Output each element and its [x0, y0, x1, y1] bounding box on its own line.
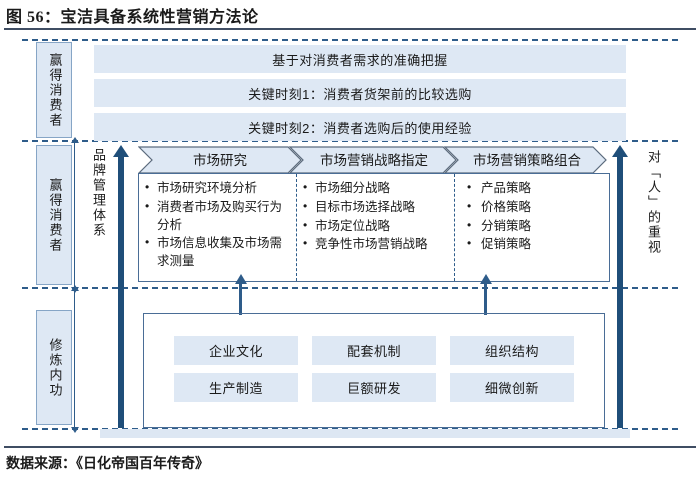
- people-focus-label: 对「人」的重视: [645, 150, 661, 255]
- list-item: 促销策略: [459, 235, 607, 254]
- chevron-label-3: 市场营销策略组合: [473, 152, 581, 168]
- footer-divider: [4, 446, 696, 448]
- detail-list-marketing-strategy: 市场细分战略 目标市场选择战略 市场定位战略 竞争性市场营销战略: [301, 179, 452, 254]
- baseline-strip: [100, 429, 630, 438]
- list-item: 竞争性市场营销战略: [301, 235, 452, 254]
- detail-list-marketing-mix: 产品策略 价格策略 分销策略 促销策略: [459, 179, 607, 254]
- detail-column-marketing-strategy: 市场细分战略 目标市场选择战略 市场定位战略 竞争性市场营销战略: [297, 174, 455, 281]
- list-item: 市场细分战略: [301, 179, 452, 198]
- capability-cell: 巨额研发: [312, 373, 436, 402]
- diagram-canvas: 赢得消费者 赢得消费者 修炼内功 品牌管理体系 对「人」的重视 基于对消费者需求…: [0, 30, 700, 442]
- detail-list-market-research: 市场研究环境分析 消费者市场及购买行为分析 市场信息收集及市场需求测量: [143, 179, 294, 271]
- top-band-bar-3: 关键时刻2：消费者选购后的使用经验: [94, 113, 626, 141]
- chevron-label-1: 市场研究: [193, 152, 247, 168]
- top-band-bar-2: 关键时刻1：消费者货架前的比较选购: [94, 79, 626, 107]
- list-item: 价格策略: [459, 198, 607, 217]
- chevron-header-row: 市场研究 市场营销战略指定 市场营销策略组合: [138, 146, 607, 174]
- capability-cell: 配套机制: [312, 336, 436, 365]
- capability-foundation-box: 企业文化 配套机制 组织结构 生产制造 巨额研发 细微创新: [143, 313, 605, 428]
- stage-label-win-consumer: 赢得消费者: [36, 42, 72, 138]
- band-divider-top: [22, 39, 678, 41]
- list-item: 市场信息收集及市场需求测量: [143, 234, 294, 271]
- chevron-label-2: 市场营销战略指定: [320, 152, 428, 168]
- stage-label-inner-strength: 修炼内功: [36, 310, 72, 425]
- figure-source: 数据来源：《日化帝国百年传奇》: [6, 457, 209, 472]
- people-focus-up-arrow: [612, 145, 628, 428]
- support-connector-arrow-right: [479, 274, 492, 315]
- brand-system-label: 品牌管理体系: [90, 148, 106, 238]
- page-title: 图 56：宝洁具备系统性营销方法论: [6, 9, 259, 26]
- detail-column-market-research: 市场研究环境分析 消费者市场及购买行为分析 市场信息收集及市场需求测量: [139, 174, 297, 281]
- title-divider: [4, 28, 696, 30]
- measure-arrow-bottom: [71, 285, 79, 433]
- list-item: 市场研究环境分析: [143, 179, 294, 198]
- list-item: 消费者市场及购买行为分析: [143, 198, 294, 235]
- list-item: 分销策略: [459, 217, 607, 236]
- list-item: 市场定位战略: [301, 217, 452, 236]
- marketing-detail-columns: 市场研究环境分析 消费者市场及购买行为分析 市场信息收集及市场需求测量 市场细分…: [138, 173, 610, 282]
- support-connector-arrow-left: [234, 274, 247, 315]
- capability-cell: 细微创新: [450, 373, 574, 402]
- capability-grid: 企业文化 配套机制 组织结构 生产制造 巨额研发 细微创新: [174, 336, 574, 402]
- detail-column-marketing-mix: 产品策略 价格策略 分销策略 促销策略: [455, 174, 609, 281]
- band-divider-lower: [22, 287, 678, 289]
- band-divider-upper: [22, 140, 678, 142]
- marketing-process-group: 市场研究 市场营销战略指定 市场营销策略组合 市场研究环境分析 消费者市场及购买…: [138, 146, 610, 282]
- top-band-bar-1: 基于对消费者需求的准确把握: [94, 45, 626, 73]
- list-item: 目标市场选择战略: [301, 198, 452, 217]
- capability-cell: 组织结构: [450, 336, 574, 365]
- brand-system-up-arrow: [113, 145, 129, 428]
- measure-arrow-middle: [71, 137, 79, 293]
- capability-cell: 生产制造: [174, 373, 298, 402]
- capability-cell: 企业文化: [174, 336, 298, 365]
- stage-label-brand-management: 赢得消费者: [36, 145, 72, 285]
- list-item: 产品策略: [459, 179, 607, 198]
